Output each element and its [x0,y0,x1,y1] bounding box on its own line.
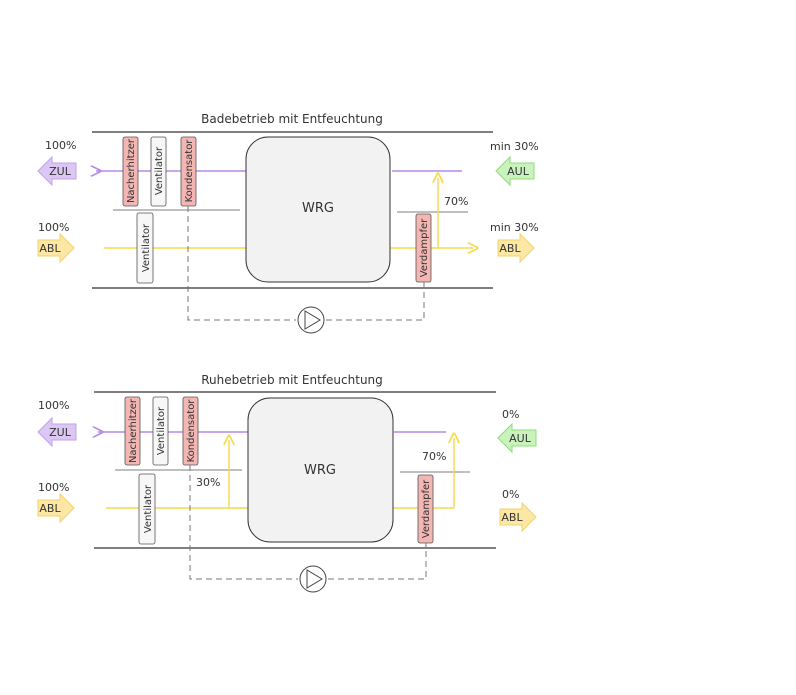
kondensator-box: Kondensator [180,136,197,207]
verdampfer-box: Verdampfer [415,213,432,283]
zul-label: ZUL [49,165,72,178]
aul-arrow: AUL [497,422,537,454]
aul-label: AUL [507,165,530,178]
abl-left-percent: 100% [38,481,69,494]
nacherhitzer-box: Nacherhitzer [122,136,139,207]
nacherhitzer-label: Nacherhitzer [128,398,139,463]
diagram-title: Badebetrieb mit Entfeuchtung [201,112,383,126]
verdampfer-label: Verdampfer [419,218,430,277]
abl-right-percent: 0% [502,488,519,501]
aul-percent: 0% [502,408,519,421]
kondensator-box: Kondensator [182,396,199,466]
bypass-percent: 70% [444,195,468,208]
zul-percent: 100% [45,139,76,152]
verdampfer-box: Verdampfer [417,474,434,544]
ventilator-exhaust-label: Ventilator [141,223,152,272]
kondensator-label: Kondensator [186,399,197,463]
diagram-title: Ruhebetrieb mit Entfeuchtung [201,373,383,387]
bypass-percent: 70% [422,450,446,463]
abl-left-arrow: ABL [37,492,75,524]
zul-label: ZUL [49,426,72,439]
diagram-badebetrieb: Badebetrieb mit Entfeuchtung 70% WRG Nac… [37,112,539,334]
abl-right-percent: min 30% [490,221,539,234]
refrigerant-circuit [187,206,425,321]
zul-arrow: ZUL [37,155,77,187]
abl-left-label: ABL [39,502,61,515]
wrg-box [247,397,394,543]
abl-right-arrow: ABL [497,232,535,264]
abl-right-label: ABL [499,242,521,255]
zul-percent: 100% [38,399,69,412]
refrigerant-circuit [189,465,427,580]
ventilator-supply-label: Ventilator [154,146,165,195]
nacherhitzer-box: Nacherhitzer [124,396,141,466]
abl-left-label: ABL [39,242,61,255]
abl-right-arrow: ABL [499,501,537,533]
pump-icon [299,565,327,593]
wrg-label: WRG [304,463,336,478]
ventilator-supply-label: Ventilator [156,406,167,455]
ventilator-supply-box: Ventilator [152,396,169,466]
ventilator-exhaust-box: Ventilator [138,473,156,545]
zul-arrow: ZUL [37,416,77,448]
aul-label: AUL [509,432,532,445]
abl-right-label: ABL [501,511,523,524]
diagram-ruhebetrieb: Ruhebetrieb mit Entfeuchtung 70% 30% WRG… [37,373,537,593]
verdampfer-label: Verdampfer [421,479,432,538]
aul-percent: min 30% [490,140,539,153]
nacherhitzer-label: Nacherhitzer [126,138,137,203]
abl-left-arrow: ABL [37,232,75,264]
pump-icon [297,306,325,334]
wrg-box [245,136,391,283]
ventilator-supply-box: Ventilator [150,136,167,207]
aul-arrow: AUL [495,155,535,187]
ventilator-exhaust-label: Ventilator [143,484,154,533]
wrg-label: WRG [302,201,334,216]
abl-left-percent: 100% [38,221,69,234]
recirc-percent: 30% [196,476,220,489]
ventilator-exhaust-box: Ventilator [136,212,154,284]
kondensator-label: Kondensator [184,139,195,203]
